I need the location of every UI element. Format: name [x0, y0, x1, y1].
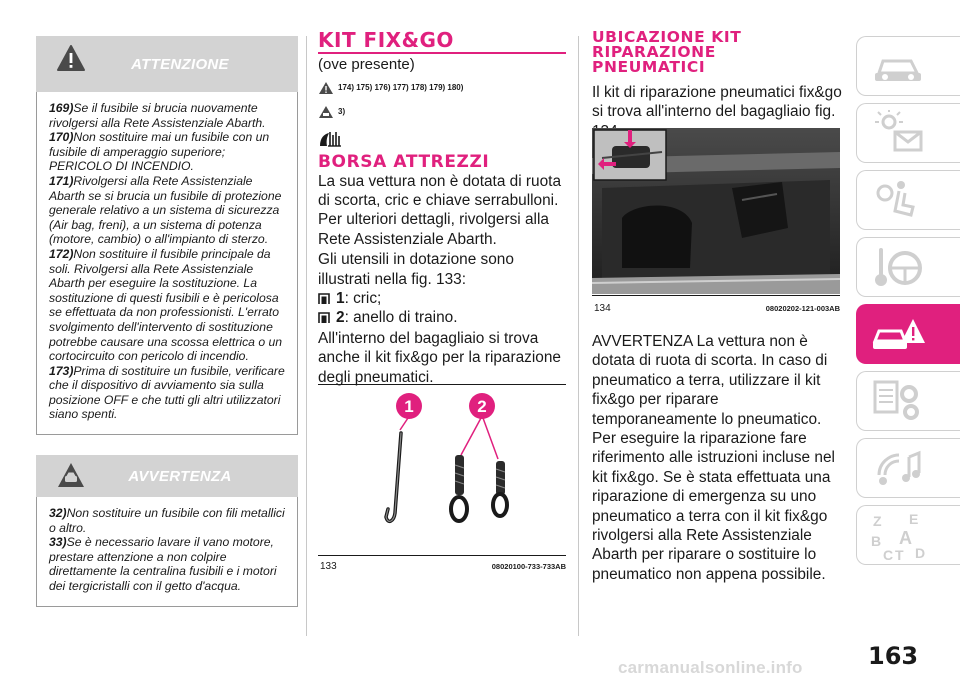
caution-refs: 3) — [318, 103, 566, 121]
car-caution-icon — [319, 105, 333, 118]
caution-item: 33)Se è necessario lavare il vano motore… — [49, 535, 277, 594]
car-caution-icon — [58, 463, 84, 488]
environment-leaf-icon — [320, 131, 341, 147]
car-emergency-icon — [872, 319, 925, 349]
warnings-column: ATTENZIONE 169)Se il fusibile si brucia … — [36, 36, 298, 607]
tow-ring-shape — [449, 455, 469, 523]
tab-index[interactable]: Z E B A C T D — [856, 505, 960, 565]
lights-envelope-icon — [875, 110, 923, 152]
multimedia-music-icon — [877, 450, 921, 485]
warning-item: 170)Non sostituire mai un fusibile con u… — [49, 130, 270, 174]
arrow-down-icon — [624, 130, 636, 148]
tools-heading: BORSA ATTREZZI — [318, 151, 490, 172]
arrow-left-icon — [598, 158, 616, 170]
trunk-photo — [591, 128, 841, 294]
caution-box: AVVERTENZA 32)Non sostituire un fusibile… — [36, 455, 298, 607]
kit-column: KIT FIX&GO (ove presente) 174) 175) 176)… — [318, 30, 566, 387]
page-number: 163 — [868, 642, 919, 670]
figure-code: 08020202-121-003AB — [765, 304, 840, 313]
caution-box-title: AVVERTENZA — [128, 468, 232, 486]
kit-subtitle: (ove presente) — [318, 55, 415, 73]
notice-para: AVVERTENZA La vettura non è dotata di ru… — [592, 333, 835, 583]
tab-lights[interactable] — [856, 103, 960, 163]
heading-rule — [318, 52, 566, 54]
warning-refs-text: 174) 175) 176) 177) 178) 179) 180) — [338, 83, 464, 92]
airbag-seat-icon — [876, 181, 915, 217]
caution-box-header: AVVERTENZA — [36, 455, 298, 498]
svg-text:Z: Z — [873, 513, 882, 529]
tab-safety[interactable] — [856, 170, 960, 230]
callout-1: 1 — [404, 397, 413, 416]
callout-1-badge — [396, 393, 422, 419]
tab-dashboard[interactable] — [856, 36, 960, 96]
tools-para: All'interno del bagagliaio si trova anch… — [318, 329, 561, 386]
environment-refs — [318, 127, 566, 149]
svg-text:C: C — [883, 547, 893, 562]
tab-maintenance[interactable] — [856, 371, 960, 431]
location-heading: UBICAZIONE KIT RIPARAZIONE PNEUMATICI — [592, 28, 742, 76]
svg-text:D: D — [915, 545, 925, 561]
warning-refs: 174) 175) 176) 177) 178) 179) 180) — [318, 79, 566, 97]
key-steering-icon — [875, 248, 922, 286]
figure-133-caption: 133 08020100-733-733AB — [320, 561, 566, 572]
svg-text:B: B — [871, 533, 881, 549]
figure-134 — [591, 128, 841, 296]
tools-para: La sua vettura non è dotata di ruota di … — [318, 172, 562, 248]
watermark: carmanualsonline.info — [618, 658, 803, 677]
caution-refs-text: 3) — [338, 107, 346, 116]
column-divider — [578, 36, 579, 636]
list-item: 2: anello di traino. — [318, 308, 566, 327]
figure-code: 08020100-733-733AB — [491, 562, 566, 571]
warning-triangle-icon — [319, 81, 333, 94]
maintenance-gear-icon — [873, 380, 919, 420]
svg-text:A: A — [899, 528, 912, 548]
jack-hook-shape — [384, 431, 403, 524]
caution-box-body: 32)Non sostituire un fusibile con fili m… — [36, 497, 298, 607]
tab-emergency[interactable] — [856, 304, 960, 364]
list-item: 1: cric; — [318, 289, 566, 308]
index-letters-icon: Z E B A C T D — [871, 512, 925, 562]
callout-2-badge — [469, 393, 495, 419]
kit-heading: KIT FIX&GO — [318, 28, 454, 52]
warning-box-body: 169)Se il fusibile si brucia nuovamente … — [36, 92, 298, 436]
warning-item: 171)Rivolgersi alla Rete Assistenziale A… — [49, 173, 282, 247]
tow-ring-shape — [491, 461, 509, 518]
figure-number: 133 — [320, 561, 337, 572]
warning-triangle-icon — [57, 45, 85, 71]
warning-item: 173)Prima di sostituire un fusibile, ver… — [49, 363, 285, 422]
figure-number: 134 — [594, 303, 611, 314]
car-dashboard-icon — [875, 59, 921, 81]
tab-multimedia[interactable] — [856, 438, 960, 498]
callout-2: 2 — [477, 397, 486, 416]
figure-133: 1 2 — [318, 384, 566, 556]
tab-starting[interactable] — [856, 237, 960, 297]
bracket-bullet-icon — [318, 292, 330, 304]
warning-item: 172)Non sostituire il fusibile principal… — [49, 246, 283, 364]
warning-box-header: ATTENZIONE — [36, 36, 298, 92]
warning-box-title: ATTENZIONE — [131, 56, 229, 73]
tools-illustration: 1 2 — [384, 393, 509, 524]
caution-item: 32)Non sostituire un fusibile con fili m… — [49, 506, 285, 535]
figure-134-caption: 134 08020202-121-003AB — [594, 303, 840, 314]
tools-para: Gli utensili in dotazione sono illustrat… — [318, 251, 514, 288]
tools-body: La sua vettura non è dotata di ruota di … — [318, 172, 566, 387]
warning-item: 169)Se il fusibile si brucia nuovamente … — [49, 101, 266, 130]
warning-box: ATTENZIONE 169)Se il fusibile si brucia … — [36, 36, 298, 436]
location-column: UBICAZIONE KIT RIPARAZIONE PNEUMATICI Il… — [592, 28, 842, 141]
column-divider — [306, 36, 307, 636]
svg-text:T: T — [895, 547, 904, 562]
bracket-bullet-icon — [318, 312, 330, 324]
svg-text:E: E — [909, 512, 918, 527]
chapter-sidebar: Z E B A C T D — [856, 36, 960, 572]
